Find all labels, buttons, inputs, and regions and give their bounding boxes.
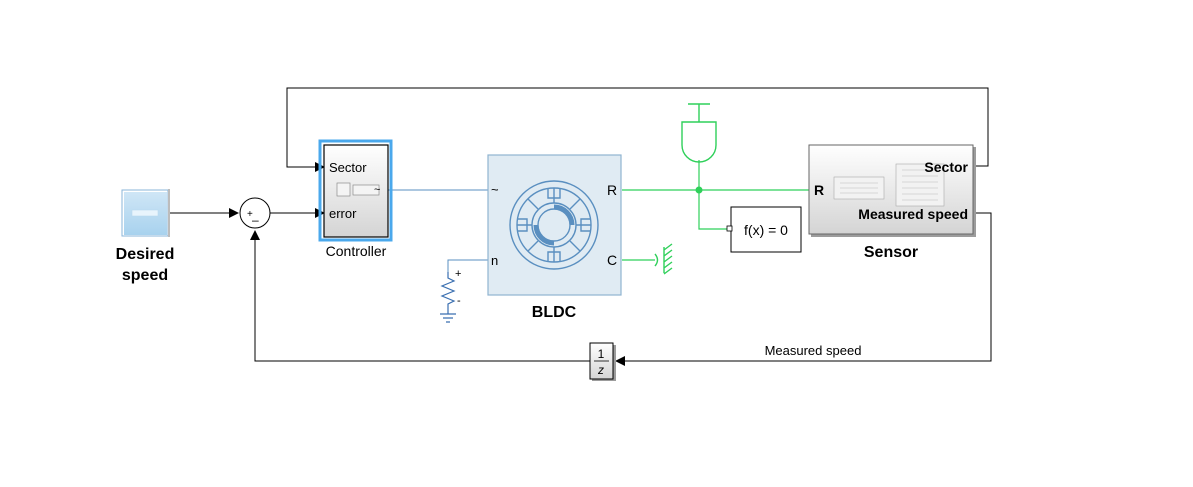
- motor-rotor-arc-2: [533, 224, 555, 246]
- desired-speed-label-2: speed: [122, 267, 168, 284]
- sum-minus-sign: –: [252, 213, 259, 227]
- controller-port-out: ~: [374, 184, 380, 196]
- wire-solver[interactable]: [698, 190, 729, 230]
- resistor-plus: +: [455, 268, 461, 280]
- controller-mini-icon-2: [352, 184, 380, 196]
- wire-delay-to-sum[interactable]: [250, 230, 590, 362]
- inertia-icon: [681, 103, 717, 163]
- resistor-minus: -: [457, 295, 461, 307]
- desired-speed-label-1: Desired: [116, 246, 175, 263]
- sensor-port-speed: Measured speed: [858, 206, 968, 222]
- resistor-block[interactable]: [440, 272, 456, 323]
- sensor-label: Sensor: [864, 244, 918, 261]
- controller-port-sector: Sector: [329, 160, 367, 175]
- inertia-block[interactable]: [681, 103, 717, 163]
- signal-label-measured-speed: Measured speed: [765, 343, 862, 358]
- solver-config-label: f(x) = 0: [744, 222, 788, 238]
- wire-sector-feedback[interactable]: [286, 87, 989, 172]
- sum-plus-sign: +: [247, 209, 253, 220]
- wire-resistor-to-bldc[interactable]: [447, 259, 488, 272]
- ground-icon: [440, 313, 456, 323]
- controller-block[interactable]: Sector error ~: [318, 139, 393, 242]
- junction-dot: [695, 186, 703, 194]
- unit-delay-den: z: [597, 363, 604, 377]
- resistor-icon: [440, 272, 456, 314]
- sensor-block[interactable]: R Sector Measured speed: [808, 144, 976, 237]
- constant-icon: [131, 209, 159, 217]
- sensor-port-r: R: [814, 182, 824, 198]
- mech-reference-icon: [654, 243, 673, 275]
- bldc-label: BLDC: [532, 304, 577, 321]
- unit-delay-num: 1: [598, 347, 605, 361]
- motor-rotor-arc: [553, 204, 575, 226]
- controller-port-error: error: [329, 206, 357, 221]
- motor-stator-icon: [509, 180, 599, 270]
- mech-reference-block[interactable]: [654, 243, 673, 275]
- sensor-mini-lines: [840, 169, 938, 201]
- bldc-port-r: R: [607, 182, 617, 198]
- unit-delay-block[interactable]: 1 z: [589, 342, 616, 381]
- controller-label: Controller: [326, 243, 387, 259]
- controller-mini-icon: [336, 182, 351, 197]
- bldc-port-c: C: [607, 252, 617, 268]
- sensor-port-sector: Sector: [924, 159, 968, 175]
- bldc-block[interactable]: ~ n R C: [487, 154, 622, 296]
- sum-block[interactable]: + –: [239, 197, 271, 229]
- solver-config-block[interactable]: f(x) = 0: [726, 206, 802, 253]
- wire-speed-to-delay[interactable]: [615, 212, 992, 366]
- desired-speed-block[interactable]: [121, 189, 170, 237]
- bldc-port-ac: ~: [491, 182, 499, 197]
- bldc-port-n: n: [491, 253, 498, 268]
- sensor-mini-diagram-2: [895, 163, 945, 207]
